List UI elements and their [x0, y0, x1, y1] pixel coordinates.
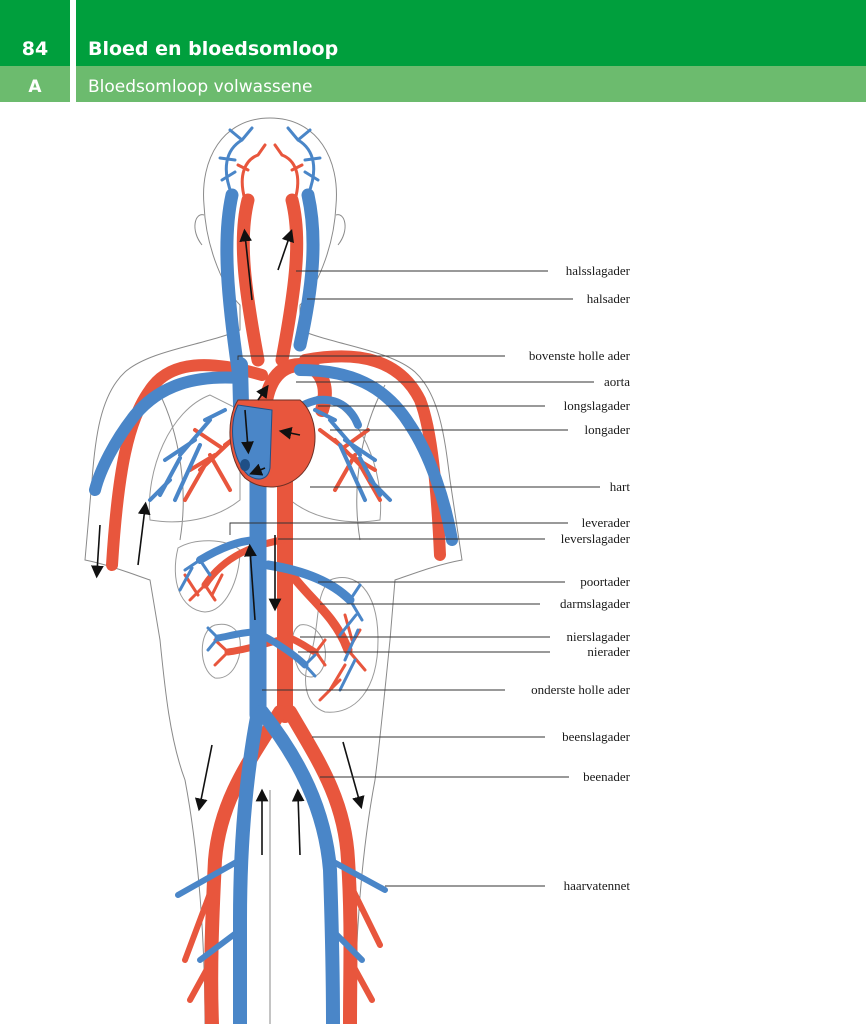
label-darmslagader: darmslagader [560, 596, 631, 611]
label-longader: longader [585, 422, 631, 437]
left-arm-artery [106, 359, 268, 571]
label-hart: hart [610, 479, 631, 494]
chapter-title: Bloed en bloedsomloop [88, 38, 339, 60]
label-onderste-holle-ader: onderste holle ader [531, 682, 631, 697]
label-halsader: halsader [587, 291, 631, 306]
label-beenslagader: beenslagader [562, 729, 631, 744]
label-poortader: poortader [580, 574, 630, 589]
mesenteric-artery [283, 565, 353, 655]
heart [229, 399, 316, 488]
label-leverader: leverader [582, 515, 631, 530]
right-leg-artery [283, 705, 358, 1024]
chapter-header-bar [0, 0, 866, 66]
header-divider [70, 0, 76, 102]
label-beenader: beenader [583, 769, 631, 784]
flow-arrows [91, 228, 365, 856]
left-carotid-artery [236, 193, 265, 367]
hepatic-vein [196, 536, 262, 564]
label-longslagader: longslagader [564, 398, 631, 413]
label-nierslagader: nierslagader [566, 629, 630, 644]
portal-vein [263, 560, 355, 605]
right-arm-vein [294, 364, 458, 546]
veins [89, 188, 458, 1024]
labels: halsslagader halsader bovenste holle ade… [529, 263, 631, 893]
label-nierader: nierader [587, 644, 630, 659]
leader-lines [229, 270, 600, 887]
arteries [106, 193, 446, 1024]
label-bovenste-holle-ader: bovenste holle ader [529, 348, 631, 363]
section-header-bar [0, 66, 866, 102]
left-jugular-vein [220, 188, 245, 377]
right-renal-artery [286, 634, 319, 656]
left-kidney [201, 623, 241, 679]
label-halsslagader: halsslagader [566, 263, 631, 278]
head-capillaries [218, 126, 322, 202]
left-leg-vein [232, 705, 265, 1024]
body-outline [84, 117, 463, 1024]
page-number: 84 [21, 38, 49, 60]
label-aorta: aorta [604, 374, 630, 389]
left-arm-vein [89, 371, 246, 496]
label-leverslagader: leverslagader [561, 531, 631, 546]
right-jugular-vein [293, 188, 320, 352]
section-title: Bloedsomloop volwassene [88, 77, 313, 97]
right-renal-vein [258, 631, 309, 669]
intestine [305, 577, 379, 713]
hepatic-artery [201, 536, 286, 589]
label-haarvatennet: haarvatennet [564, 878, 631, 893]
right-carotid-artery [275, 193, 304, 367]
right-leg-vein [255, 705, 340, 1024]
section-letter: A [28, 77, 42, 97]
left-renal-vein [214, 628, 262, 642]
